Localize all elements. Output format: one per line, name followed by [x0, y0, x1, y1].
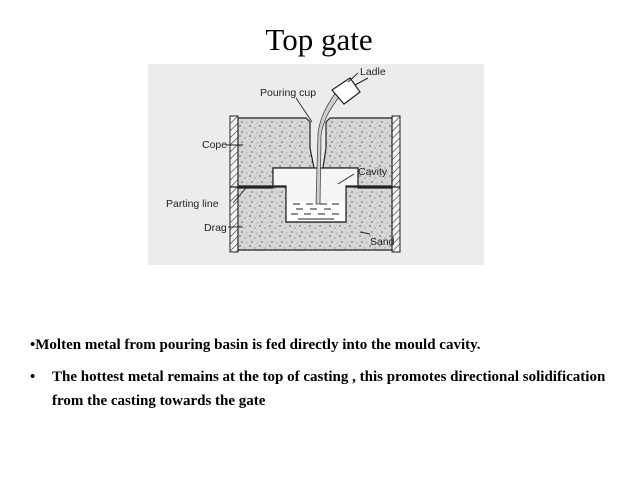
- bullet-item: • The hottest metal remains at the top o…: [30, 365, 620, 413]
- leader-lines: [226, 72, 371, 235]
- label-drag: Drag: [204, 222, 227, 234]
- bullet-list: •Molten metal from pouring basin is fed …: [30, 333, 620, 413]
- flask-right-wall: [391, 115, 401, 253]
- bullet-text: Molten metal from pouring basin is fed d…: [35, 337, 481, 353]
- label-sand: Sand: [370, 236, 395, 248]
- label-pouring-cup: Pouring cup: [260, 87, 316, 99]
- label-cope: Cope: [202, 139, 227, 151]
- ladle-handle: [354, 77, 369, 86]
- label-cavity: Cavity: [358, 166, 388, 178]
- flask-left-wall: [229, 115, 239, 253]
- label-ladle: Ladle: [360, 66, 386, 78]
- metal-surface-marks: [291, 203, 339, 220]
- molten-metal-pool: [287, 202, 345, 221]
- metal-stream: [315, 91, 341, 205]
- bullet-item: •Molten metal from pouring basin is fed …: [30, 333, 620, 357]
- slide-title: Top gate: [265, 22, 373, 57]
- mould-illustration: Ladle Pouring cup Cope Cavity Parting li…: [148, 64, 484, 265]
- top-gate-diagram: Ladle Pouring cup Cope Cavity Parting li…: [148, 64, 484, 265]
- bullet-text: The hottest metal remains at the top of …: [52, 369, 606, 409]
- ladle: [331, 77, 361, 105]
- label-parting-line: Parting line: [166, 198, 219, 210]
- bullet-marker: •: [30, 337, 36, 353]
- bullet-marker: •: [30, 369, 36, 385]
